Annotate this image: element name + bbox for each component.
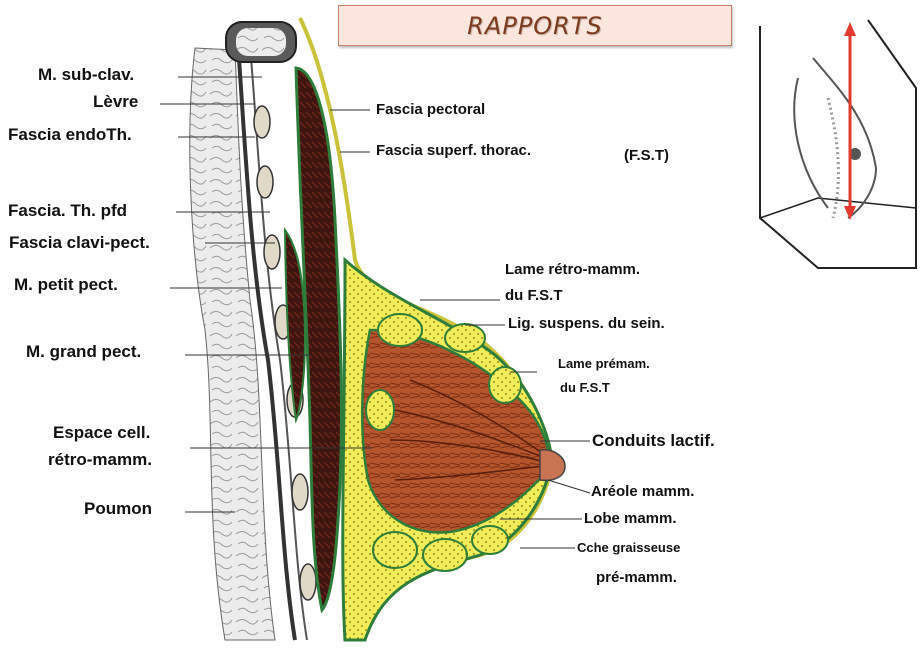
label-cche-1: Cche graisseuse	[577, 541, 680, 554]
label-levre: Lèvre	[93, 93, 138, 110]
label-fascia-superf: Fascia superf. thorac.	[376, 143, 531, 158]
label-fascia-endo: Fascia endoTh.	[8, 126, 132, 143]
label-lig-suspens: Lig. suspens. du sein.	[508, 316, 665, 331]
inset-torso-sketch	[758, 18, 918, 270]
label-espace-2: rétro-mamm.	[48, 451, 152, 468]
label-fst: (F.S.T)	[624, 148, 669, 163]
label-lame-retro-2: du F.S.T	[505, 288, 563, 303]
label-fascia-clavi: Fascia clavi-pect.	[9, 234, 150, 251]
label-espace-1: Espace cell.	[53, 424, 150, 441]
label-areole: Aréole mamm.	[591, 484, 694, 499]
label-m-petit: M. petit pect.	[14, 276, 118, 293]
label-conduits: Conduits lactif.	[592, 432, 715, 449]
label-cche-2: pré-mamm.	[596, 570, 677, 585]
label-poumon: Poumon	[84, 500, 152, 517]
label-lame-premam-2: du F.S.T	[560, 381, 610, 394]
label-lobe: Lobe mamm.	[584, 511, 677, 526]
label-lame-premam-1: Lame prémam.	[558, 357, 650, 370]
label-m-sub-clav: M. sub-clav.	[38, 66, 134, 83]
nipple	[540, 450, 565, 481]
label-lame-retro-1: Lame rétro-mamm.	[505, 262, 640, 277]
label-fascia-pectoral: Fascia pectoral	[376, 102, 485, 117]
label-m-grand: M. grand pect.	[26, 343, 141, 360]
label-fascia-th-pfd: Fascia. Th. pfd	[8, 202, 127, 219]
